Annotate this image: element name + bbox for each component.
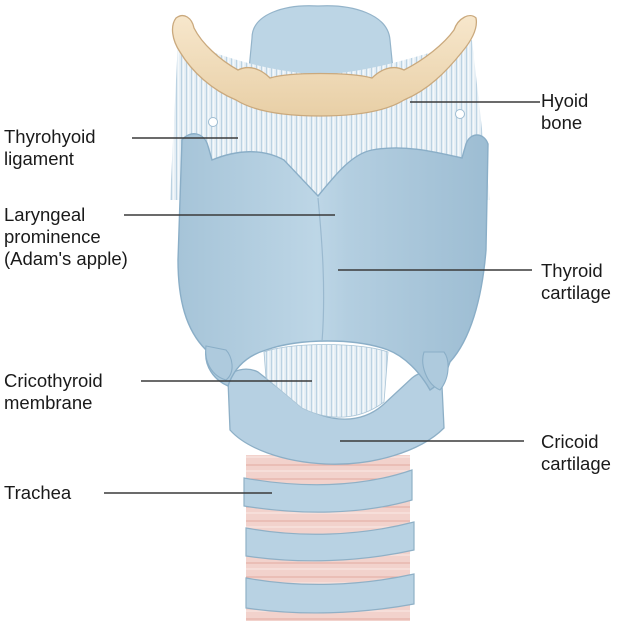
label-cricothyroid-membrane-line2: membrane xyxy=(4,392,93,413)
label-thyrohyoid-ligament: Thyrohyoid ligament xyxy=(4,126,96,170)
label-cricoid-cartilage-line2: cartilage xyxy=(541,453,611,474)
tracheal-ring-2 xyxy=(245,521,415,562)
thyroid-cartilage-shape xyxy=(177,133,489,391)
cricothyroid-membrane-shape xyxy=(263,344,389,418)
epiglottis xyxy=(247,5,395,81)
thyroid-midline-ridge xyxy=(317,197,325,343)
label-hyoid-bone: Hyoid bone xyxy=(541,90,588,134)
thyroid-inferior-horn-right xyxy=(422,351,449,391)
label-cricothyroid-membrane-line1: Cricothyroid xyxy=(4,370,103,391)
label-cricoid-cartilage: Cricoid cartilage xyxy=(541,431,611,475)
label-thyrohyoid-ligament-line2: ligament xyxy=(4,148,74,169)
label-thyroid-cartilage-line2: cartilage xyxy=(541,282,611,303)
foramen-right xyxy=(455,109,465,119)
label-thyroid-cartilage: Thyroid cartilage xyxy=(541,260,611,304)
label-thyroid-cartilage-line1: Thyroid xyxy=(541,260,603,281)
leader-lines xyxy=(104,101,540,494)
label-cricoid-cartilage-line1: Cricoid xyxy=(541,431,599,452)
tracheal-ring-3 xyxy=(245,573,415,614)
thyroid-inferior-horn-left xyxy=(205,345,233,381)
foramen-left xyxy=(208,117,218,127)
label-cricothyroid-membrane: Cricothyroid membrane xyxy=(4,370,103,414)
label-trachea-line1: Trachea xyxy=(4,482,72,503)
label-thyrohyoid-ligament-line1: Thyrohyoid xyxy=(4,126,96,147)
label-laryngeal-prominence-line2: prominence xyxy=(4,226,101,247)
label-laryngeal-prominence: Laryngeal prominence (Adam's apple) xyxy=(4,204,128,270)
label-hyoid-bone-line1: Hyoid xyxy=(541,90,589,111)
label-laryngeal-prominence-line1: Laryngeal xyxy=(4,204,86,225)
label-laryngeal-prominence-line3: (Adam's apple) xyxy=(4,248,128,269)
label-hyoid-bone-line2: bone xyxy=(541,112,583,133)
hyoid-bone-shape xyxy=(171,14,478,117)
label-trachea: Trachea xyxy=(4,482,71,504)
tracheal-ring-1 xyxy=(243,469,413,513)
